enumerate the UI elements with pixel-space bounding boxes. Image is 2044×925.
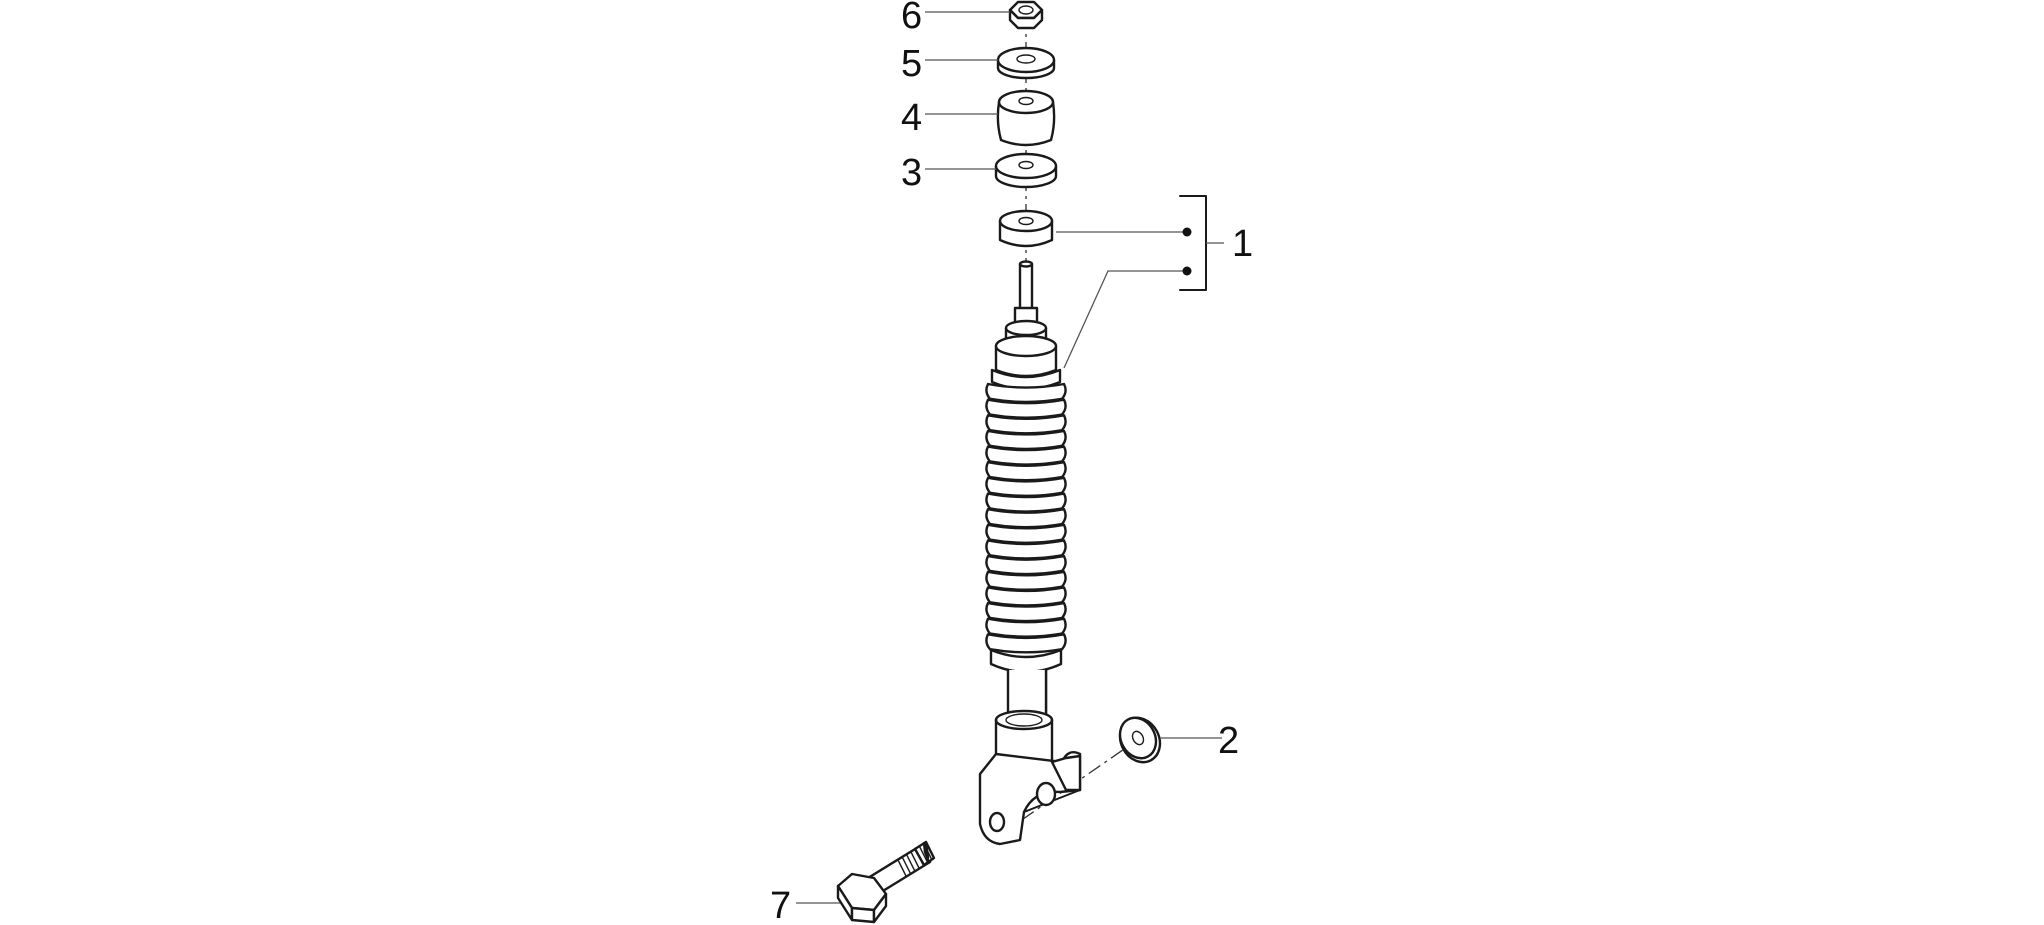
callout-7: 7 bbox=[770, 885, 791, 925]
part-bolt bbox=[836, 840, 936, 924]
spring-coil bbox=[985, 601, 1067, 623]
part-lower-bushing bbox=[998, 209, 1054, 248]
part-washer-top bbox=[996, 46, 1056, 80]
spring-coil bbox=[985, 429, 1067, 451]
bolt-thread-line bbox=[919, 846, 929, 863]
part-washer-lower bbox=[1118, 716, 1162, 764]
bolt-thread-line bbox=[923, 843, 933, 861]
spring-coil bbox=[985, 492, 1067, 513]
spring-coil bbox=[985, 445, 1067, 466]
spring-coil bbox=[985, 507, 1067, 529]
bolt-threads bbox=[897, 843, 933, 877]
callout-1: 1 bbox=[1232, 223, 1253, 265]
spring-coil bbox=[985, 382, 1067, 404]
callout-2: 2 bbox=[1218, 720, 1239, 762]
callout-6: 6 bbox=[901, 0, 922, 37]
bolt-thread-line bbox=[910, 851, 920, 869]
spring-coil bbox=[985, 554, 1067, 576]
spring-coil bbox=[985, 539, 1067, 560]
part-rubber-bushing bbox=[996, 89, 1056, 147]
bolt-thread-line bbox=[897, 859, 907, 877]
bolt-thread-line bbox=[914, 849, 924, 866]
spring-coil bbox=[985, 414, 1067, 435]
spring-coil bbox=[985, 523, 1067, 544]
spring-coils bbox=[985, 382, 1067, 654]
callout-4: 4 bbox=[901, 97, 922, 139]
leader-dot-shock bbox=[1182, 266, 1192, 276]
spring-coil bbox=[985, 617, 1067, 638]
spring-coil bbox=[985, 586, 1067, 607]
part-nut bbox=[1008, 0, 1044, 30]
spring-coil bbox=[985, 633, 1067, 654]
callout-5: 5 bbox=[901, 43, 922, 85]
bolt-thread-line bbox=[906, 854, 916, 871]
part-shock-absorber bbox=[978, 260, 1082, 846]
part-washer-middle bbox=[994, 152, 1058, 189]
spring-coil bbox=[985, 461, 1067, 482]
spring-coil bbox=[985, 398, 1067, 419]
spring-coil bbox=[985, 570, 1067, 591]
leader-lines bbox=[796, 11, 1224, 904]
spring-coil bbox=[985, 476, 1067, 498]
leader-dot-bushing bbox=[1182, 227, 1192, 237]
callout-3: 3 bbox=[901, 152, 922, 194]
bolt-thread-line bbox=[901, 857, 911, 874]
